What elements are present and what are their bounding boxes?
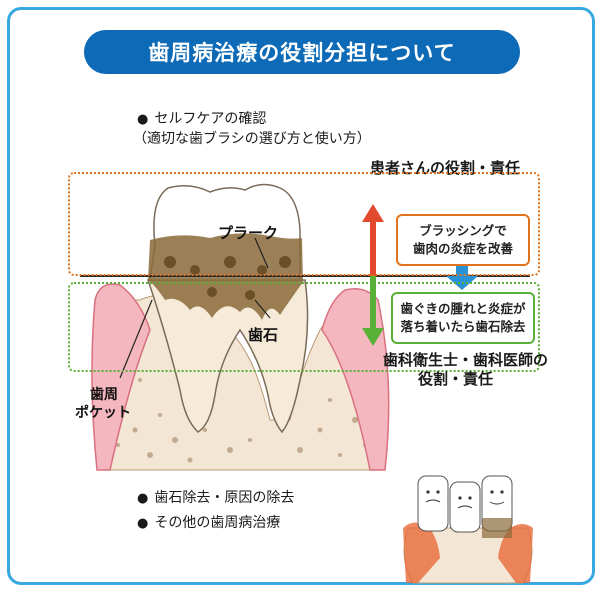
bottom-item-scaling: 歯石除去・原因の除去	[137, 487, 294, 507]
cartoon-teeth	[403, 475, 533, 584]
pocket-pointer	[119, 299, 153, 379]
plaque-pointer	[254, 237, 269, 269]
plaque-label: プラーク	[218, 224, 279, 242]
calculus-pointer	[254, 299, 271, 319]
scaling-line1: 歯ぐきの腫れと炎症が	[400, 300, 526, 316]
brushing-box: ブラッシングで 歯肉の炎症を改善	[396, 214, 530, 266]
self-care-detail: （適切な歯ブラシの選び方と使い方）	[133, 131, 371, 147]
calculus-label: 歯石	[248, 326, 279, 344]
brushing-line2: 歯肉の炎症を改善	[412, 241, 513, 256]
pocket-label-line2: ポケット	[75, 405, 131, 421]
professional-zone	[68, 282, 540, 372]
brushing-line1: ブラッシングで	[419, 222, 507, 238]
self-care-check: セルフケアの確認	[137, 108, 266, 128]
arrow-head-up	[362, 204, 384, 222]
scaling-box: 歯ぐきの腫れと炎症が 落ち着いたら歯石除去	[391, 292, 535, 344]
scaling-line2: 落ち着いたら歯石除去	[400, 319, 526, 334]
bottom-item-other-treatment: その他の歯周病治療	[137, 512, 280, 532]
professional-role-line2: 役割・責任	[418, 370, 494, 388]
patient-zone	[68, 172, 540, 276]
professional-role-line1: 歯科衛生士・歯科医師の	[383, 351, 549, 369]
calculus-deposits	[164, 256, 291, 300]
tooth-root	[146, 279, 309, 434]
arrow-head-down	[362, 328, 384, 346]
page-title: 歯周病治療の役割分担について	[84, 30, 520, 74]
pocket-label-line1: 歯周	[90, 387, 118, 403]
